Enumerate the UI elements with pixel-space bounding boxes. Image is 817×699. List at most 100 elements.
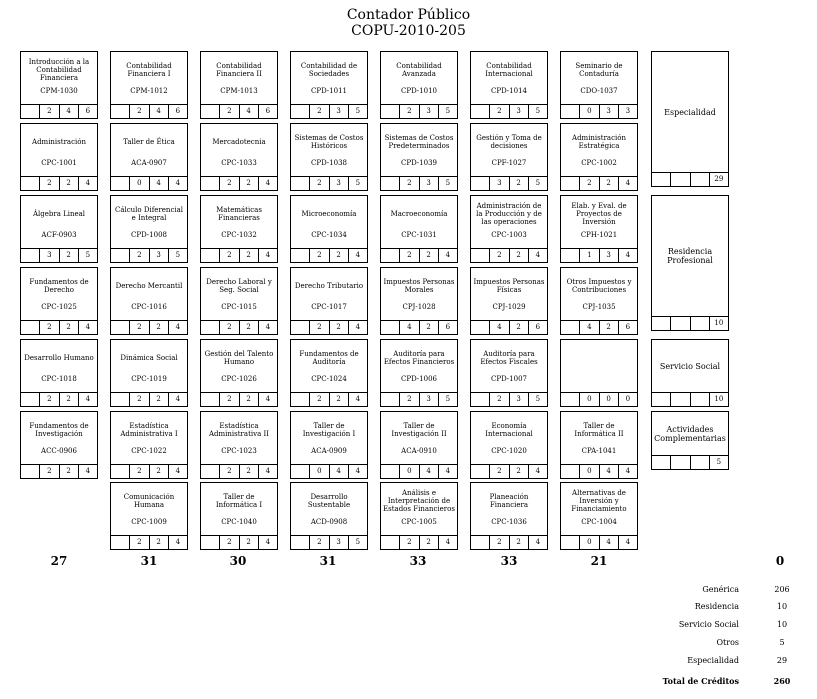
credit-cell	[201, 536, 219, 549]
credit-cell: 4	[58, 105, 78, 118]
credit-cell: 4	[598, 465, 618, 478]
course-code: ACF-0903	[41, 231, 77, 239]
credit-cell	[111, 105, 129, 118]
course-name: Auditoría para Efectos Fiscales	[480, 350, 538, 366]
course-name: Taller de Informática I	[215, 493, 263, 509]
credit-cell: 4	[77, 177, 97, 190]
course-code: CPF-1027	[491, 159, 527, 167]
course-card: Análisis e Interpretación de Estados Fin…	[380, 482, 458, 550]
summary-value: 29	[776, 656, 788, 665]
credit-cell: 0	[579, 393, 598, 406]
credit-cell: 6	[617, 321, 637, 334]
credit-cell: 3	[508, 105, 528, 118]
course-code: CPD-1006	[401, 375, 437, 383]
course-name: Estadística Administrativa II	[208, 422, 270, 438]
credit-cell: 2	[148, 393, 168, 406]
credit-cell: 2	[489, 393, 508, 406]
course-name: Fundamentos de Investigación	[29, 422, 89, 438]
credit-cell: 3	[418, 105, 438, 118]
semester-total: 0	[775, 554, 785, 568]
credit-cell: 4	[617, 536, 637, 549]
course-code: CPC-1019	[131, 375, 167, 383]
credit-cell: 4	[77, 321, 97, 334]
semester-total: 31	[140, 554, 158, 568]
course-code: CPC-1001	[41, 159, 77, 167]
credit-cell	[381, 105, 399, 118]
credit-cell: 4	[347, 393, 367, 406]
course-code: CPC-1040	[221, 518, 257, 526]
course-name: Taller de Ética	[123, 138, 175, 146]
course-name: Taller de Investigación I	[302, 422, 356, 438]
credit-cell	[652, 317, 670, 330]
credit-cell: 4	[598, 536, 618, 549]
credit-cell	[689, 317, 709, 330]
credit-cell: 4	[347, 321, 367, 334]
credit-cell	[291, 177, 309, 190]
summary-label: Residencia	[694, 602, 739, 611]
credit-cell	[670, 393, 689, 406]
course-code: CPC-1018	[41, 375, 77, 383]
credit-cell: 2	[598, 177, 618, 190]
credit-cell	[21, 321, 39, 334]
credit-cell	[471, 536, 489, 549]
credit-cell: 4	[328, 465, 348, 478]
course-name: Contabilidad Financiera II	[216, 62, 262, 78]
credit-cell	[471, 393, 489, 406]
credit-cell	[652, 173, 670, 186]
credit-cell	[689, 393, 709, 406]
credit-cell: 2	[219, 393, 238, 406]
credit-cell: 2	[489, 105, 508, 118]
credit-cell	[381, 465, 399, 478]
credit-cell	[670, 456, 689, 469]
credit-cell	[21, 177, 39, 190]
credit-cell: 2	[399, 249, 418, 262]
credit-cell: 5	[347, 536, 367, 549]
course-name	[563, 342, 635, 374]
course-code: CPC-1022	[131, 447, 167, 455]
course-code: CPD-1014	[491, 87, 527, 95]
credit-cell: 3	[508, 393, 528, 406]
credit-cell	[201, 249, 219, 262]
special-block-name: Servicio Social	[659, 361, 721, 371]
course-name: Planeación Financiera	[489, 493, 529, 509]
semester-total: 33	[409, 554, 427, 568]
credit-cell: 5	[437, 393, 457, 406]
credit-cell: 4	[579, 321, 598, 334]
course-code: CPC-1031	[401, 231, 437, 239]
credit-cell: 4	[347, 249, 367, 262]
credit-cell: 2	[148, 465, 168, 478]
credit-cell	[561, 393, 579, 406]
credit-cell	[111, 393, 129, 406]
credit-cell: 4	[148, 177, 168, 190]
credit-cell	[111, 465, 129, 478]
credit-cell: 4	[347, 465, 367, 478]
credit-cell	[561, 249, 579, 262]
